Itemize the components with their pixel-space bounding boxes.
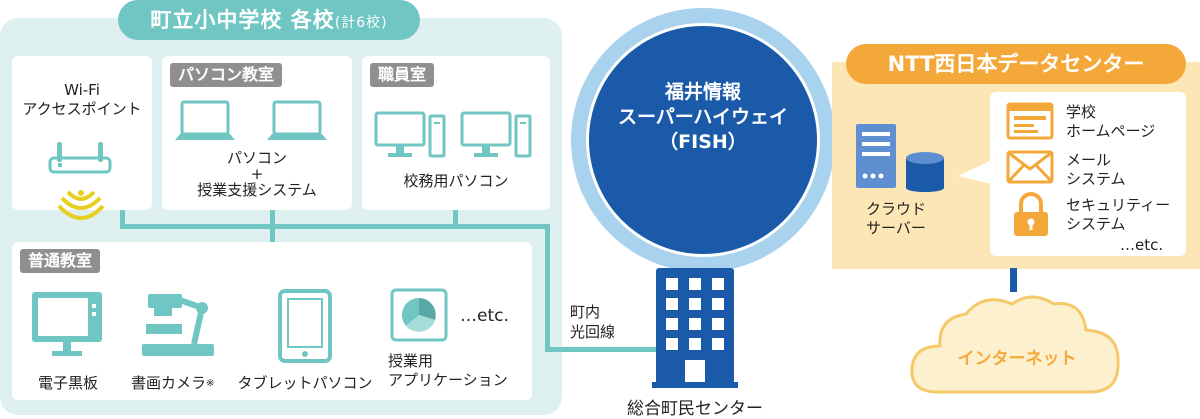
classroom-etc: …etc. <box>460 306 509 326</box>
network-line-bus <box>120 224 550 229</box>
staff-room-tag: 職員室 <box>370 63 435 87</box>
application-icon <box>390 288 448 342</box>
wifi-router-icon <box>48 142 112 174</box>
lock-icon <box>1014 192 1048 236</box>
document-camera-text: 書画カメラ <box>131 374 207 392</box>
internet-label: インターネット <box>957 349 1077 369</box>
server-icon <box>856 124 944 192</box>
pc-room-label: パソコン + 授業支援システム <box>197 149 317 199</box>
mail-icon <box>1006 150 1054 184</box>
fish-circle <box>586 23 820 257</box>
ntt-title: NTT西日本データセンター <box>846 44 1186 84</box>
school-count: (計6校) <box>334 15 388 31</box>
network-line-wifi <box>120 210 125 228</box>
document-camera-note: ※ <box>206 378 215 389</box>
ntt-etc: …etc. <box>1120 236 1164 254</box>
tablet-label: タブレットパソコン <box>237 374 373 392</box>
service-security: セキュリティー システム <box>1066 196 1171 233</box>
service-homepage: 学校 ホームページ <box>1066 103 1156 140</box>
server-label: クラウド サーバー <box>866 200 927 237</box>
whiteboard-label: 電子黒板 <box>37 374 98 392</box>
pc-room-tag: パソコン教室 <box>170 63 283 87</box>
document-camera-label: 書画カメラ※ <box>131 374 241 393</box>
wifi-card <box>12 56 152 210</box>
school-title: 町立小中学校 各校 <box>150 8 335 32</box>
wifi-signal-icon <box>57 190 105 220</box>
wifi-label: Wi-Fi アクセスポイント <box>22 81 142 118</box>
desktop-pc-icon <box>374 111 446 158</box>
network-line-pcroom <box>270 210 275 242</box>
document-camera-icon <box>142 294 214 356</box>
fish-label: 福井情報 スーパーハイウェイ （FISH） <box>617 81 789 153</box>
tablet-icon <box>278 289 332 363</box>
laptop-icon <box>175 100 235 140</box>
town-line-label: 町内 光回線 <box>570 303 616 341</box>
network-line-out <box>545 347 695 352</box>
network-line-staff <box>453 210 458 228</box>
network-line-down <box>545 224 550 352</box>
laptop-icon-2 <box>267 100 327 140</box>
civic-center-label: 総合町民センター <box>627 399 763 419</box>
electronic-whiteboard-icon <box>32 292 102 356</box>
service-mail: メール システム <box>1066 151 1126 188</box>
classroom-tag: 普通教室 <box>20 249 101 273</box>
desktop-pc-icon-2 <box>460 111 532 158</box>
school-title-badge: 町立小中学校 各校(計6校) <box>118 0 420 40</box>
internet-cloud-icon <box>910 295 1120 394</box>
building-icon <box>652 268 738 388</box>
speech-pointer <box>958 160 992 184</box>
application-label: 授業用 アプリケーション <box>388 352 508 389</box>
staff-room-label: 校務用パソコン <box>403 172 509 190</box>
link-ntt-internet <box>1010 268 1017 292</box>
web-page-icon <box>1006 102 1054 140</box>
